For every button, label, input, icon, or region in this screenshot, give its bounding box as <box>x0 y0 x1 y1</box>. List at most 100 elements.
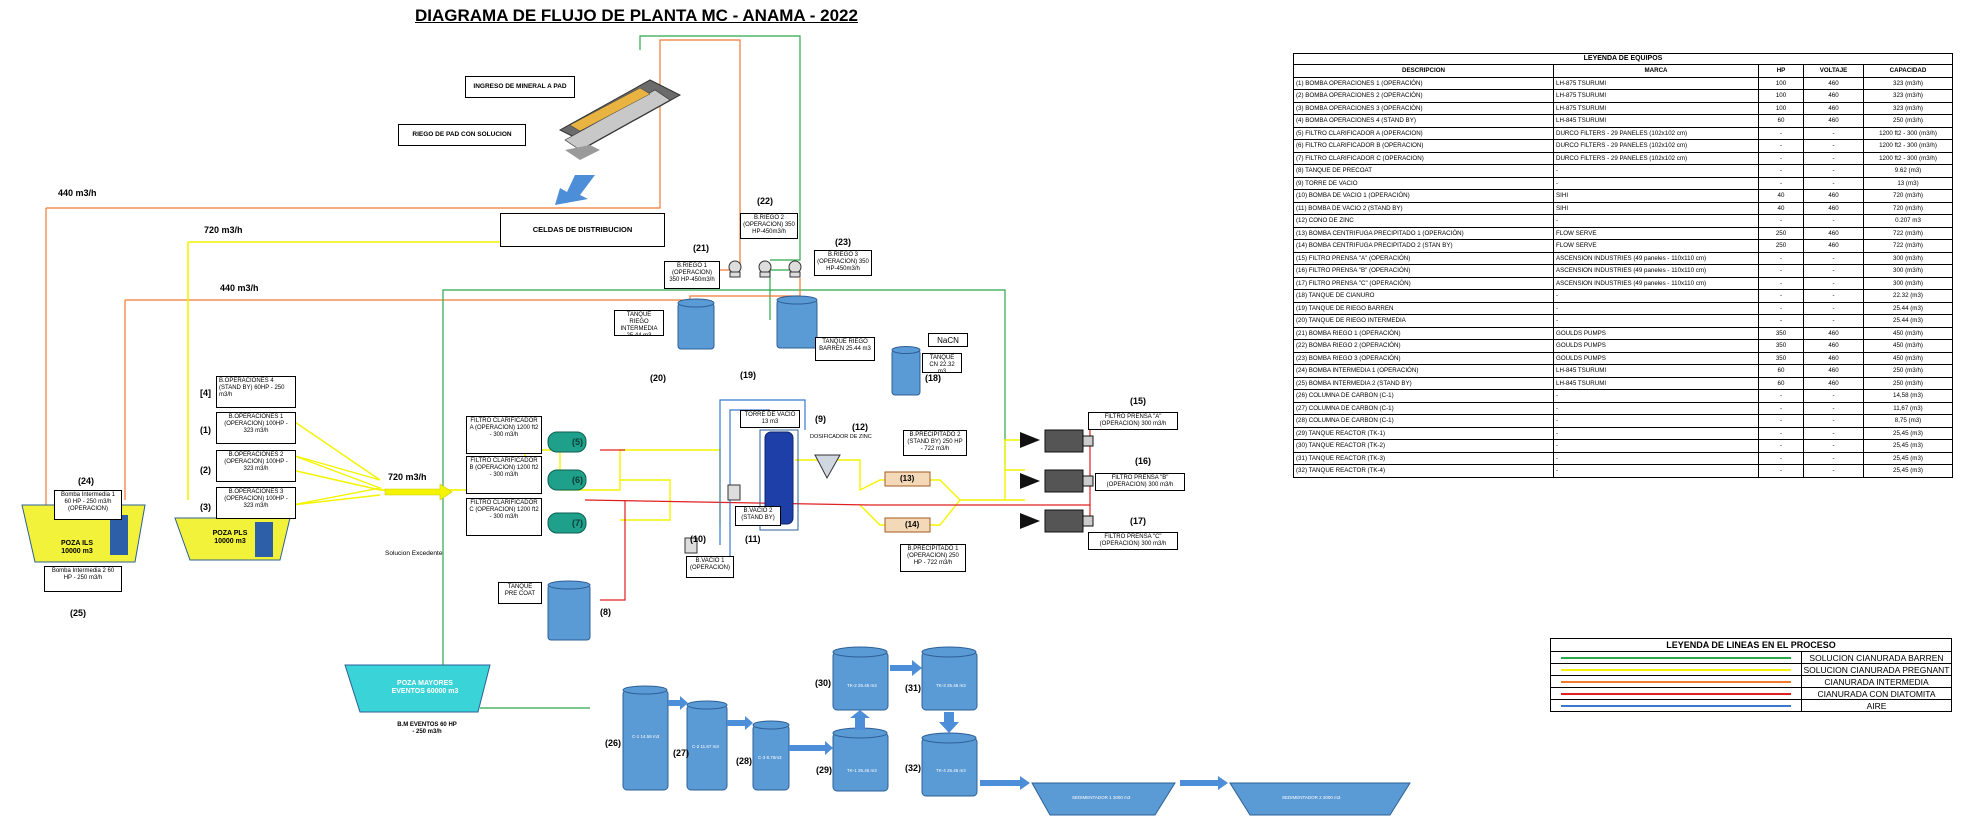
table-cell: - <box>1553 176 1759 190</box>
table-cell: - <box>1803 401 1864 415</box>
tk4-label: TK-4 25.45 m3 <box>936 768 966 773</box>
table-cell: 14,58 (m3) <box>1863 389 1953 403</box>
table-row: (30) TANQUE REACTOR (TK-2)---25,45 (m3) <box>1293 439 1953 453</box>
table-cell: (13) BOMBA CENTRIFUGA PRECIPITADO 1 (OPE… <box>1293 226 1554 240</box>
num-7: (7) <box>572 518 583 528</box>
tk2-icon <box>832 651 889 711</box>
table-row: (6) FILTRO CLARIFICADOR B (OPERACION)DUR… <box>1293 139 1953 153</box>
table-cell: - <box>1803 314 1864 328</box>
line-swatch <box>1551 700 1802 711</box>
table-cell: 350 <box>1758 351 1804 365</box>
tanque-precoat-icon <box>547 584 591 641</box>
sedimentador-2-label: SEDIMENTADOR 2 3000 m3 <box>1282 795 1341 800</box>
num-3: (3) <box>200 502 211 512</box>
table-cell: (20) TANQUE DE RIEGO INTERMEDIA <box>1293 314 1554 328</box>
table-cell: DURCO FILTERS - 29 PANELES (102x102 cm) <box>1553 139 1759 153</box>
table-cell: 450 (m3/h) <box>1863 339 1953 353</box>
column-c1-icon <box>622 689 669 791</box>
line-swatch <box>1551 676 1802 687</box>
table-cell: - <box>1803 264 1864 278</box>
riego-pad-box: RIEGO DE PAD CON SOLUCION <box>398 124 526 146</box>
table-cell: 100 <box>1758 76 1804 90</box>
arrow-tk1-tk2 <box>850 710 870 730</box>
leach-pad <box>558 79 682 160</box>
table-cell: - <box>1553 451 1759 465</box>
table-row: (9) TORRE DE VACIO---13 (m3) <box>1293 176 1953 190</box>
poza-mayores-icon <box>344 664 491 713</box>
arrow-c2-c3 <box>727 716 753 730</box>
table-cell: 250 <box>1758 226 1804 240</box>
down-arrow <box>555 175 595 205</box>
num-23: (23) <box>835 237 852 247</box>
table-cell: 1200 ft2 - 300 (m3/h) <box>1863 151 1953 165</box>
num-11: (11) <box>745 534 761 544</box>
table-cell: 460 <box>1803 376 1864 390</box>
table-cell: - <box>1758 214 1804 228</box>
tk3-icon <box>921 651 978 711</box>
table-row: (3) BOMBA OPERACIONES 3 (OPERACIÓN)LH-87… <box>1293 101 1953 115</box>
num-25: (25) <box>70 608 87 618</box>
table-cell: (2) BOMBA OPERACIONES 2 (OPERACIÓN) <box>1293 89 1554 103</box>
line-legend-label: CIANURADA CON DIATOMITA <box>1817 688 1936 699</box>
table-cell: - <box>1803 214 1864 228</box>
table-cell: (18) TANQUE DE CIANURO <box>1293 289 1554 303</box>
arrow-tk3-tk4 <box>939 712 959 733</box>
table-cell: - <box>1803 464 1864 478</box>
num-4: [4] <box>200 388 211 398</box>
table-cell: - <box>1758 314 1804 328</box>
c3-label: C-3 8.75m3 <box>758 755 782 760</box>
table-cell: (14) BOMBA CENTRIFUGA PRECIPITADO 2 (STA… <box>1293 239 1554 253</box>
table-cell: 460 <box>1803 326 1864 340</box>
num-27: (27) <box>673 748 690 758</box>
table-cell: (31) TANQUE REACTOR (TK-3) <box>1293 451 1554 465</box>
table-cell: 300 (m3/h) <box>1863 276 1953 290</box>
table-row: (5) FILTRO CLARIFICADOR A (OPERACION)DUR… <box>1293 126 1953 140</box>
arrow-tk4-sedim <box>980 776 1030 790</box>
num-17: (17) <box>1130 516 1147 526</box>
precipitado-2-box: B.PRECIPITADO 2 (STAND BY) 250 HP - 722 … <box>903 430 967 456</box>
num-5: (5) <box>572 437 583 447</box>
num-24: (24) <box>78 476 95 486</box>
table-cell: SIHI <box>1553 189 1759 203</box>
table-row: (22) BOMBA RIEGO 2 (OPERACIÓN)GOULDS PUM… <box>1293 339 1953 353</box>
table-cell: DURCO FILTERS - 29 PANELES (102x102 cm) <box>1553 126 1759 140</box>
tanque-barren-icon <box>776 299 818 349</box>
line-legend: LEYENDA DE LINEAS EN EL PROCESO SOLUCION… <box>1550 638 1952 712</box>
table-cell: - <box>1803 164 1864 178</box>
table-cell: - <box>1553 464 1759 478</box>
filtro-clarificador-c-icon <box>547 512 587 534</box>
vacio-2-box: B.VACIO 2 (STAND BY) <box>735 506 781 526</box>
flow-440-mid: 440 m3/h <box>220 283 259 293</box>
table-cell: - <box>1803 176 1864 190</box>
num-6: (6) <box>572 475 583 485</box>
table-cell: (6) FILTRO CLARIFICADOR B (OPERACION) <box>1293 139 1554 153</box>
filtro-clarificador-a-box: FILTRO CLARIFICADOR A (OPERACION) 1200 f… <box>466 416 542 454</box>
num-9: (9) <box>815 414 826 424</box>
table-cell: 250 (m3/h) <box>1863 364 1953 378</box>
line-barren <box>639 35 801 261</box>
table-row: (19) TANQUE DE RIEGO BARREN---25.44 (m3) <box>1293 301 1953 315</box>
equipment-legend-table: LEYENDA DE EQUIPOS DESCRIPCION MARCA HP … <box>1293 53 1953 478</box>
table-cell: (32) TANQUE REACTOR (TK-4) <box>1293 464 1554 478</box>
table-cell: GOULDS PUMPS <box>1553 339 1759 353</box>
ingreso-mineral-box: INGRESO DE MINERAL A PAD <box>465 76 575 98</box>
num-22: (22) <box>757 196 774 206</box>
table-cell: 300 (m3/h) <box>1863 264 1953 278</box>
table-cell: - <box>1758 389 1804 403</box>
operaciones-4-box: B.OPERACIONES 4 (STAND BY) 60HP - 250 m3… <box>216 376 296 408</box>
table-cell: 450 (m3/h) <box>1863 326 1953 340</box>
table-row: (16) FILTRO PRENSA "B" (OPERACIÓN)ASCENS… <box>1293 264 1953 278</box>
filtro-clarificador-c-box: FILTRO CLARIFICADOR C (OPERACION) 1200 f… <box>466 498 542 536</box>
table-row: (26) COLUMNA DE CARBON (C-1)---14,58 (m3… <box>1293 389 1953 403</box>
line-swatch <box>1551 652 1802 663</box>
diagram-title: DIAGRAMA DE FLUJO DE PLANTA MC - ANAMA -… <box>415 6 858 25</box>
num-12: (12) <box>852 422 869 432</box>
tanque-cn-icon <box>891 349 921 396</box>
poza-ils-label: POZA ILS 10000 m3 <box>60 540 94 555</box>
table-cell: - <box>1553 401 1759 415</box>
c2-label: C-2 11.67 m3 <box>692 744 719 749</box>
table-cell: 100 <box>1758 101 1804 115</box>
table-cell: 720 (m3/h) <box>1863 201 1953 215</box>
table-cell: 0.207 m3 <box>1863 214 1953 228</box>
filtro-prensa-b-box: FILTRO PRENSA "B" (OPERACION) 300 m3/h <box>1095 473 1185 491</box>
